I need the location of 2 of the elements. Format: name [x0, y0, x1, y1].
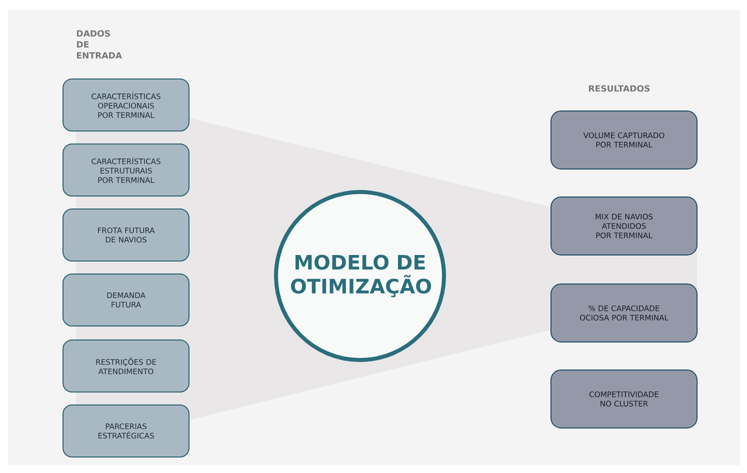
section-heading: RESULTADOS — [588, 85, 650, 92]
section-heading: DADOS DE ENTRADA — [77, 30, 122, 58]
